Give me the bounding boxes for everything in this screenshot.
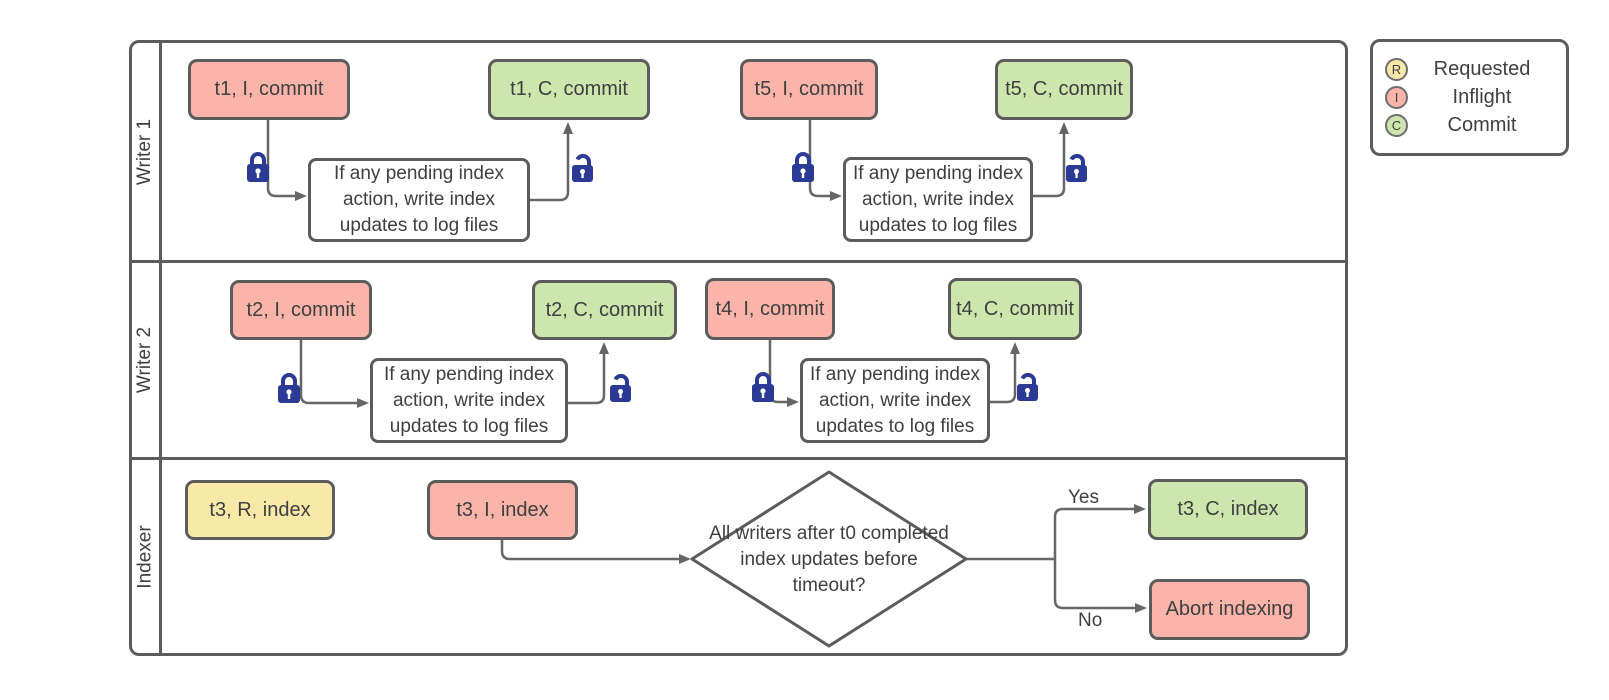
lane-header-writer2: Writer 2 (132, 263, 162, 457)
legend: R Requested I Inflight C Commit (1370, 39, 1569, 156)
lock-open-icon (572, 153, 593, 182)
lane-indexer: Indexer (132, 457, 1345, 653)
lock-closed-icon (278, 373, 300, 403)
inflight-state-icon: I (1385, 86, 1408, 109)
lock-closed-icon (752, 372, 774, 402)
lane-writer1: Writer 1 (132, 43, 1345, 260)
lock-closed-icon (247, 152, 269, 182)
node-t5-commit: t5, C, commit (995, 59, 1133, 120)
legend-item-commit: C Commit (1385, 114, 1552, 137)
process-box-writer2-a: If any pending index action, write index… (370, 358, 568, 443)
legend-label-commit: Commit (1447, 114, 1517, 136)
process-box-writer1-a: If any pending index action, write index… (308, 158, 530, 242)
node-t5-inflight: t5, I, commit (740, 59, 878, 120)
lane-writer2-label: Writer 2 (134, 326, 156, 394)
lane-header-writer1: Writer 1 (132, 43, 162, 260)
decision-label: All writers after t0 completed index upd… (709, 523, 949, 596)
no-branch-label: No (1078, 610, 1103, 631)
node-t1-commit: t1, C, commit (488, 59, 650, 120)
yes-branch-label: Yes (1068, 487, 1099, 508)
requested-state-icon: R (1385, 58, 1408, 81)
lock-open-icon (1066, 153, 1087, 182)
legend-label-requested: Requested (1433, 58, 1531, 80)
node-t1-inflight: t1, I, commit (188, 59, 350, 120)
lock-closed-icon (792, 152, 814, 182)
process-box-writer1-b: If any pending index action, write index… (843, 157, 1033, 242)
legend-item-inflight: I Inflight (1385, 86, 1552, 109)
node-abort-indexing: Abort indexing (1149, 579, 1310, 640)
lock-open-icon (1017, 372, 1038, 401)
node-t4-commit: t4, C, commit (948, 278, 1082, 340)
node-t3-inflight: t3, I, index (427, 480, 578, 540)
node-t3-requested: t3, R, index (185, 480, 335, 540)
node-t4-inflight: t4, I, commit (705, 278, 835, 340)
lane-indexer-label: Indexer (134, 524, 156, 589)
legend-label-inflight: Inflight (1452, 86, 1512, 108)
lane-writer1-label: Writer 1 (134, 118, 156, 185)
node-t3-commit: t3, C, index (1148, 479, 1308, 540)
process-box-writer2-b: If any pending index action, write index… (800, 358, 990, 443)
legend-item-requested: R Requested (1385, 58, 1552, 81)
lane-header-indexer: Indexer (132, 460, 162, 653)
lane-writer2: Writer 2 (132, 260, 1345, 457)
node-t2-commit: t2, C, commit (532, 280, 677, 340)
lock-open-icon (610, 373, 631, 402)
commit-state-icon: C (1385, 114, 1408, 137)
node-t2-inflight: t2, I, commit (230, 280, 372, 340)
